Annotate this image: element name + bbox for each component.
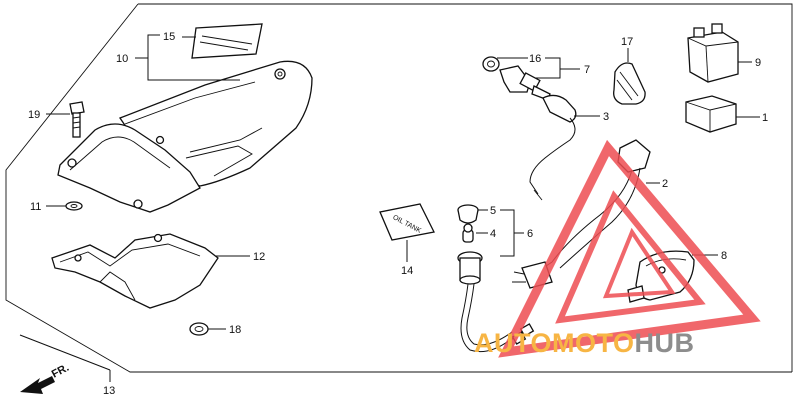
label-part-13: 13	[103, 385, 115, 397]
part-18-grommet	[189, 322, 209, 336]
part-17-clamp	[613, 62, 646, 105]
watermark-part2: HUB	[635, 328, 695, 358]
part-1-rubber-mount	[685, 95, 737, 133]
label-part-8: 8	[721, 250, 727, 262]
label-part-5: 5	[490, 205, 496, 217]
label-part-14: 14	[401, 265, 413, 277]
part-7-oil-level-switch	[499, 65, 551, 101]
watermark-logo	[498, 139, 761, 358]
label-part-18: 18	[229, 324, 241, 336]
part-6-socket	[457, 251, 535, 353]
label-part-6: 6	[527, 228, 533, 240]
part-13-fender-bracket	[57, 123, 201, 213]
part-14-oil-tank-decal: OIL TANK	[379, 203, 435, 241]
watermark-text: AUTOMOTOHUB	[474, 328, 695, 358]
direction-label: FR.	[50, 362, 71, 381]
part-3-switch-cable	[529, 94, 577, 201]
frame-border	[5, 3, 793, 373]
label-part-15: 15	[163, 31, 175, 43]
part-4-bulb	[462, 223, 474, 243]
label-part-4: 4	[490, 228, 496, 240]
label-part-7: 7	[584, 64, 590, 76]
label-part-12: 12	[253, 251, 265, 263]
front-direction-arrow: FR.	[20, 362, 71, 394]
label-part-9: 9	[755, 57, 761, 69]
label-part-3: 3	[603, 111, 609, 123]
part-5-cap	[457, 204, 479, 224]
label-part-17: 17	[621, 36, 633, 48]
label-part-2: 2	[662, 178, 668, 190]
label-part-10: 10	[116, 53, 128, 65]
part-16-sensor-oring	[482, 56, 500, 72]
leader-lines	[19, 34, 760, 382]
part-19-bolt	[69, 101, 85, 138]
label-part-19: 19	[28, 109, 40, 121]
part-12-lower-stay	[51, 233, 219, 309]
part-labels: 1 2 3 4 5 6 7 8 9 10 11 12 13 14 15 16 1…	[28, 31, 768, 397]
part-15-label-sticker	[191, 23, 263, 59]
label-part-11: 11	[30, 201, 41, 213]
label-part-1: 1	[762, 112, 768, 124]
part-11-washer	[65, 201, 83, 211]
watermark-part1: AUTOMOTO	[474, 328, 635, 358]
part-9-relay-module	[687, 23, 739, 83]
label-part-16: 16	[529, 53, 541, 65]
